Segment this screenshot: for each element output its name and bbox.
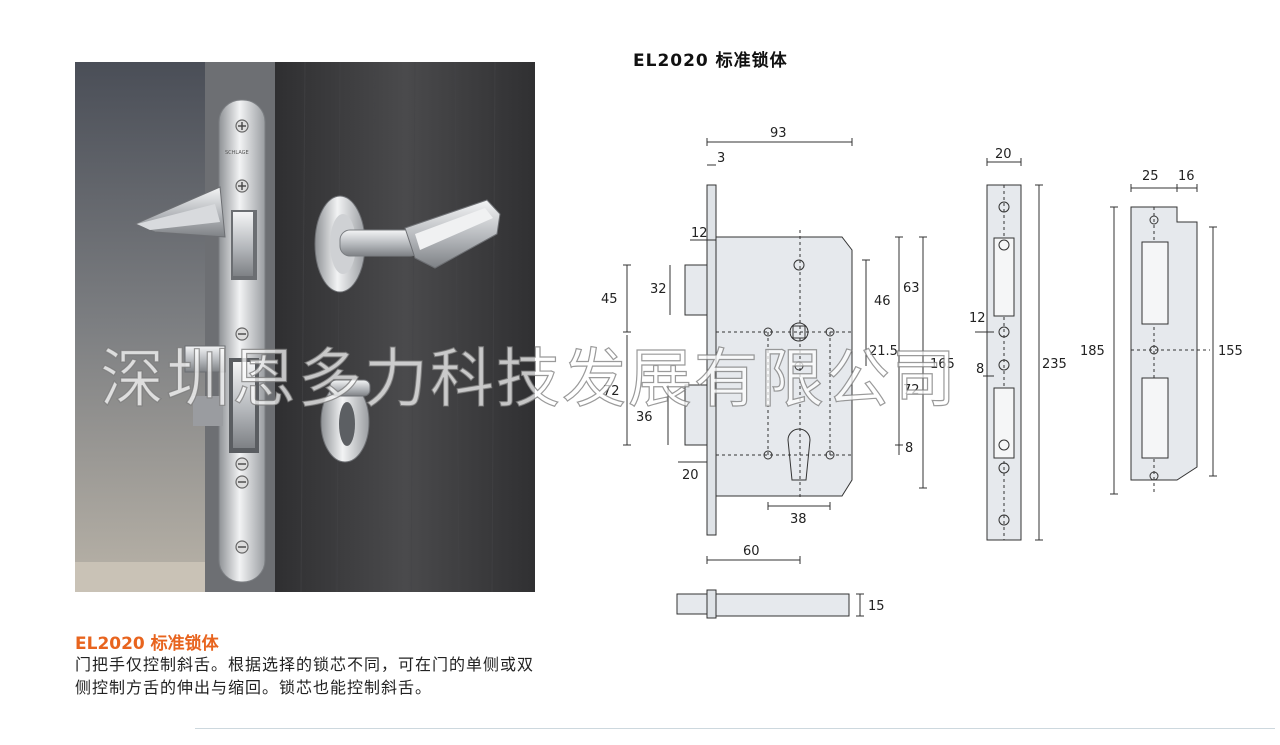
bottom-divider	[195, 728, 1275, 729]
dim-15: 15	[868, 599, 885, 614]
dim-38: 38	[790, 512, 807, 527]
dim-12: 12	[691, 226, 708, 241]
dim-21-5: 21.5	[869, 344, 898, 359]
dim-93: 93	[770, 126, 787, 141]
latch-bolt	[684, 264, 708, 316]
dim-45: 45	[601, 292, 618, 307]
technical-drawing: 93 3 12 32 45 46 63 21.5 165 72 72 36 8 …	[590, 110, 1280, 640]
dim-20-faceplate: 20	[995, 147, 1012, 162]
dim-3: 3	[717, 151, 725, 166]
diagram-title: EL2020 标准锁体	[633, 51, 788, 71]
dim-25: 25	[1142, 169, 1159, 184]
dim-165: 165	[930, 357, 955, 372]
dim-72-right: 72	[903, 383, 920, 398]
dead-bolt	[684, 384, 708, 446]
dim-8: 8	[905, 441, 913, 456]
dim-63: 63	[903, 281, 920, 296]
dim-185: 185	[1080, 344, 1105, 359]
dim-155: 155	[1218, 344, 1243, 359]
dim-8-faceplate: 8	[976, 362, 984, 377]
caption-title: EL2020 标准锁体	[75, 634, 219, 654]
svg-text:SCHLAGE: SCHLAGE	[225, 150, 249, 156]
dim-32: 32	[650, 282, 667, 297]
dim-16: 16	[1178, 169, 1195, 184]
dim-20: 20	[682, 468, 699, 483]
lock-body	[715, 236, 853, 497]
dim-46: 46	[874, 294, 891, 309]
product-photo: SCHLAGE	[75, 62, 535, 592]
lock-faceplate	[706, 184, 717, 536]
dim-72-left: 72	[603, 384, 620, 399]
lock-photo-illustration: SCHLAGE	[75, 62, 535, 592]
dim-36: 36	[636, 410, 653, 425]
dim-12-faceplate: 12	[969, 311, 986, 326]
dim-60: 60	[743, 544, 760, 559]
caption-body: 门把手仅控制斜舌。根据选择的锁芯不同，可在门的单侧或双侧控制方舌的伸出与缩回。锁…	[75, 655, 535, 697]
dim-235: 235	[1042, 357, 1067, 372]
lock-bottom-view	[715, 593, 850, 617]
dimension-drawing: 93 3 12 32 45 46 63 21.5 165 72 72 36 8 …	[601, 126, 1243, 619]
